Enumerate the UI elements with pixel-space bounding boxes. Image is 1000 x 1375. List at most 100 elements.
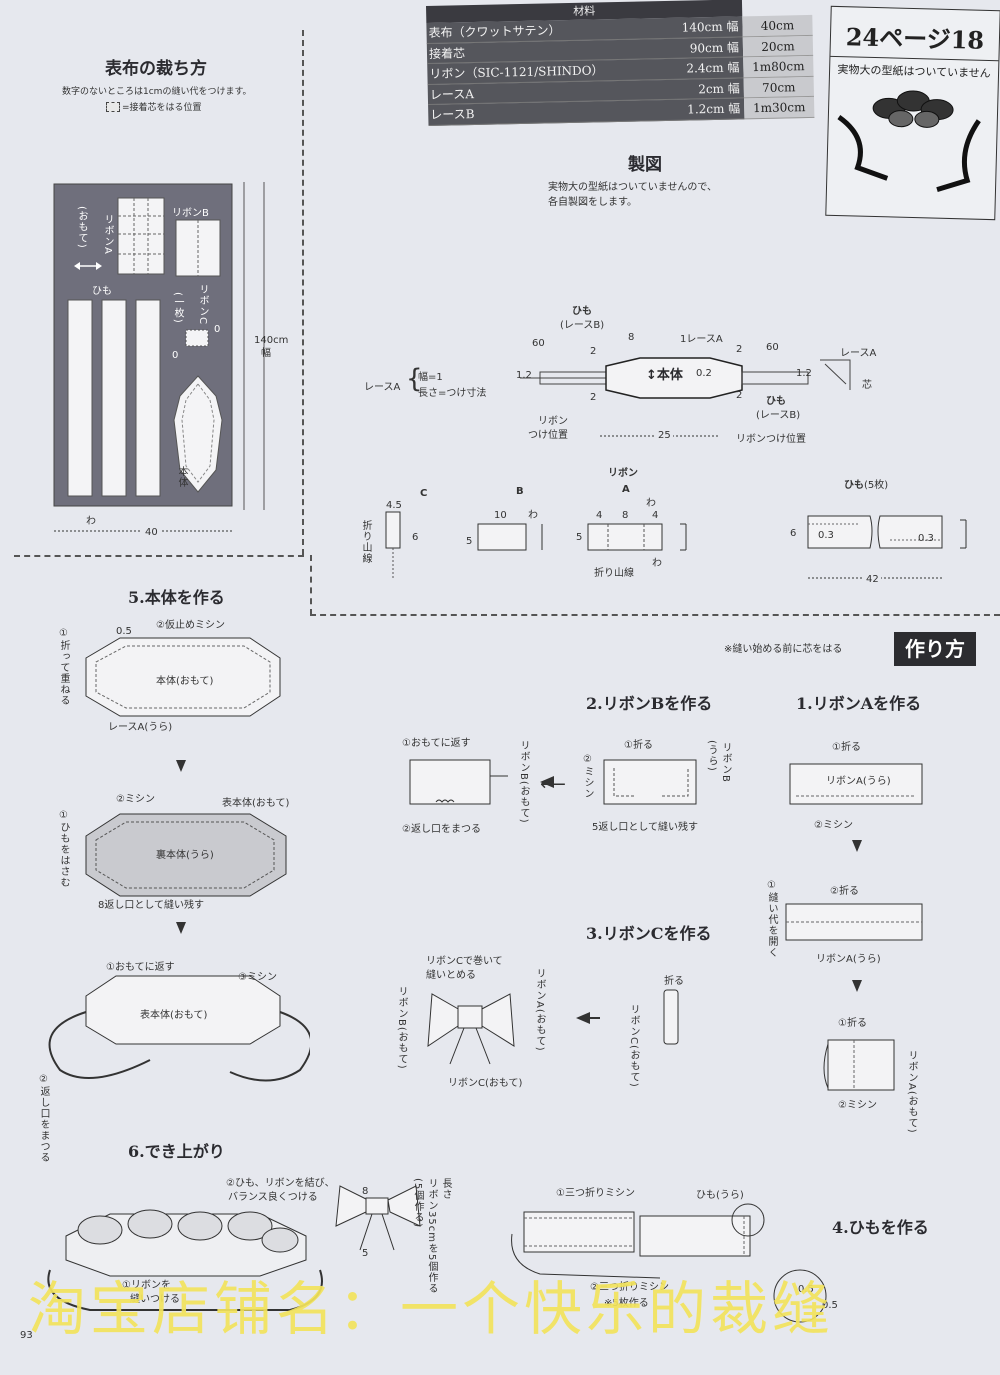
ribbon-b-label: B bbox=[516, 486, 524, 497]
pattern-body-shape bbox=[605, 357, 743, 399]
ribbon-b-dim-10: 10 bbox=[494, 510, 507, 521]
ribbon-b-shape bbox=[477, 523, 527, 551]
label-zero-b: 0 bbox=[172, 350, 179, 361]
material-length: 70cm bbox=[743, 76, 814, 99]
himo-strip-3 bbox=[135, 299, 161, 497]
step5-close: ②返し口をまつる bbox=[38, 1074, 49, 1163]
step1-ribbon-a-ura2: リボンA(うら) bbox=[816, 954, 881, 965]
step5-body-3 bbox=[85, 975, 281, 1045]
ribbon-c-piece bbox=[185, 329, 209, 347]
step4-five: ※5枚作る bbox=[604, 1298, 649, 1309]
step4-dim-05a: 0.5 bbox=[798, 1284, 814, 1295]
step4-sew1: ①三つ折りミシン bbox=[556, 1188, 635, 1199]
step6-attach2: 縫いつける bbox=[130, 1294, 180, 1305]
step5-omote-hontai: 表本体(おもて) bbox=[222, 798, 290, 809]
interfacing-legend-text: =接着芯をはる位置 bbox=[122, 103, 202, 113]
ribbon-b-pieces bbox=[175, 219, 221, 277]
step1-ribbon-a-omote: リボンA(おもて) bbox=[906, 1050, 917, 1134]
label-ribbon-c: リボンC bbox=[197, 284, 208, 325]
page-reference-title: 24ページ18 bbox=[845, 22, 985, 55]
step5-fold-overlap: ①折って重ねる bbox=[58, 628, 69, 706]
himo-dim-03b: 0.3 bbox=[918, 533, 934, 544]
page-number: 93 bbox=[20, 1330, 33, 1341]
himo-dim-6: 6 bbox=[790, 528, 797, 539]
step5-baste: ②仮止めミシン bbox=[156, 620, 225, 631]
pattern-dim-2d: 2 bbox=[736, 390, 743, 401]
step1-sew3: ②ミシン bbox=[838, 1100, 877, 1111]
step6-attach: ①リボンを bbox=[122, 1280, 171, 1291]
step1-fold3: ①折る bbox=[838, 1018, 867, 1029]
ribbon-b-wa: わ bbox=[528, 510, 538, 521]
label-ribbon-a: リボンA bbox=[102, 214, 113, 255]
material-name: レースB bbox=[430, 107, 475, 122]
pattern-lace-b-top: (レースB) bbox=[560, 320, 605, 331]
step1-sew2: ②ミシン bbox=[814, 820, 853, 831]
label-width-40: 40 bbox=[142, 527, 161, 538]
material-length: 1m30cm bbox=[744, 96, 815, 119]
ribbon-a-pieces bbox=[117, 197, 165, 275]
step5-sew3: ③ミシン bbox=[238, 972, 277, 983]
step5-sew: ②ミシン bbox=[116, 794, 155, 805]
ribbon-a-fold: 折り山線 bbox=[594, 568, 634, 579]
pattern-note-1: 実物大の型紙はついていませんので、 bbox=[548, 182, 717, 193]
step4-sew2: ②三つ折りミシン bbox=[590, 1282, 669, 1293]
himo-pattern-name: ひも bbox=[844, 480, 864, 491]
ribbon-c-dim-45: 4.5 bbox=[386, 500, 402, 511]
step4-diagram bbox=[511, 1203, 827, 1323]
ribbon-c-shape bbox=[385, 511, 401, 549]
pattern-dim-2a: 2 bbox=[590, 346, 597, 357]
pattern-dim-60b: 60 bbox=[766, 342, 779, 353]
material-width: 140cm 幅 bbox=[681, 19, 739, 35]
step4-title: 4.ひもを作る bbox=[832, 1218, 929, 1237]
step5-hontai-omote: 本体(おもて) bbox=[156, 676, 214, 687]
step2-title: 2.リボンBを作る bbox=[586, 694, 713, 713]
step6-tie2: バランス良くつける bbox=[228, 1192, 318, 1203]
finished-headband bbox=[47, 1209, 323, 1311]
himo-pattern-label: ひも(5枚) bbox=[844, 476, 888, 491]
pattern-ribbon-pos-left-2: つけ位置 bbox=[528, 430, 568, 441]
step3-fold: 折る bbox=[664, 976, 684, 987]
step2-turn: ①おもてに返す bbox=[402, 738, 471, 749]
divider-vertical-mid bbox=[310, 555, 312, 615]
step4-dim-05b: 0.5 bbox=[822, 1300, 838, 1311]
howto-note: ※縫い始める前に芯をはる bbox=[724, 644, 843, 655]
material-length: 20cm bbox=[742, 35, 814, 58]
himo-strip-2 bbox=[101, 299, 127, 497]
cutting-layout-title: 表布の裁ち方 bbox=[105, 59, 207, 79]
label-ribbon-b: リボンB bbox=[172, 208, 209, 219]
finished-headband-photo bbox=[837, 90, 981, 193]
step3-title: 3.リボンCを作る bbox=[586, 924, 712, 943]
pattern-ribbon-pos-left: リボン bbox=[538, 416, 568, 427]
step2-diagram bbox=[409, 759, 697, 805]
step6-diagram bbox=[47, 1185, 421, 1311]
howto-badge: 作り方 bbox=[894, 632, 976, 666]
label-wa: わ bbox=[86, 516, 96, 527]
interfacing-swatch bbox=[106, 101, 120, 112]
step2-ribbon-b: リボンB bbox=[720, 742, 731, 783]
step3-wrap: リボンCで巻いて bbox=[426, 956, 503, 967]
material-length: 1m80cm bbox=[743, 55, 814, 78]
step5-title: 5.本体を作る bbox=[128, 588, 225, 607]
material-name: リボン（SIC-1121/SHINDO） bbox=[429, 63, 604, 81]
ribbon-a-dim-5: 5 bbox=[576, 532, 583, 543]
step5-omote-hontai2: 表本体(おもて) bbox=[140, 1010, 208, 1021]
lace-a-label: レースA bbox=[364, 382, 401, 393]
step5-sandwich: ①ひもをはさむ bbox=[58, 810, 69, 888]
label-hontai: 本体 bbox=[176, 466, 187, 488]
ribbon-a-wa-top: わ bbox=[646, 498, 656, 509]
step3-diagram bbox=[427, 989, 679, 1065]
cutting-layout-diagram bbox=[53, 182, 265, 532]
pattern-title: 製図 bbox=[628, 155, 662, 175]
pattern-lace-a-detail: レースA bbox=[840, 348, 877, 359]
step5-ura-hontai: 裏本体(うら) bbox=[156, 850, 214, 861]
divider-vertical-left bbox=[302, 30, 304, 555]
pattern-dim-2c: 2 bbox=[590, 392, 597, 403]
pattern-dim-12a: 1.2 bbox=[516, 370, 532, 381]
label-fabric-width: 140cm幅 bbox=[254, 335, 289, 359]
step4-himo-ura: ひも(うら) bbox=[696, 1190, 744, 1201]
pattern-note-2: 各自製図をします。 bbox=[548, 197, 637, 208]
step6-ribbon-note-a: 長さ bbox=[440, 1178, 451, 1200]
pattern-dim-02: 0.2 bbox=[696, 368, 712, 379]
step6-bow-dim-5: 5 bbox=[362, 1248, 369, 1259]
